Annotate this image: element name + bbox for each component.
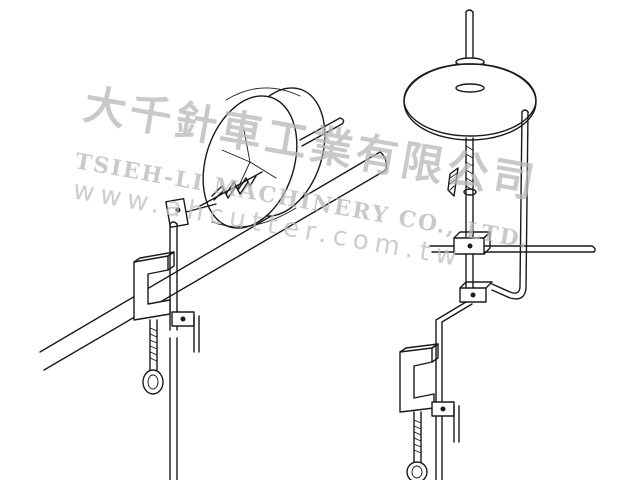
right-cross-block <box>453 231 491 291</box>
left-eye-bolt <box>142 319 164 395</box>
right-c-clamp <box>399 343 460 443</box>
right-threaded-shaft <box>447 137 477 241</box>
right-flat-disc <box>403 63 537 141</box>
right-bent-post <box>435 301 473 480</box>
left-coil-spring <box>199 171 263 207</box>
left-arm-bracket <box>165 197 217 229</box>
right-disc-assembly <box>399 9 596 480</box>
left-c-clamp <box>133 251 200 353</box>
left-spool-assembly <box>39 87 388 480</box>
left-support-rod <box>39 151 388 371</box>
left-spool <box>202 87 345 229</box>
right-eye-bolt <box>406 411 428 480</box>
right-lower-block <box>459 281 493 303</box>
right-guide-rod <box>491 109 529 300</box>
